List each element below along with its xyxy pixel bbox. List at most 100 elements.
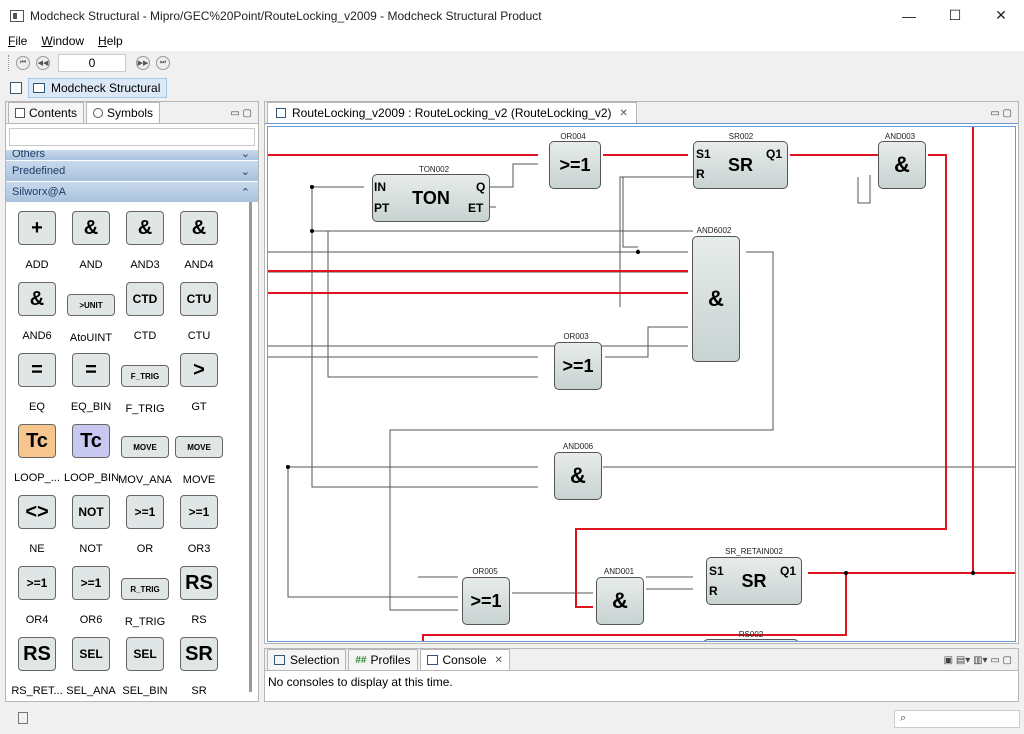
fast-view-icon[interactable]	[18, 712, 28, 724]
block-and006[interactable]: &	[554, 452, 602, 500]
category-silworx[interactable]: Silworx@A ⌃	[6, 182, 258, 202]
block-and003[interactable]: &	[878, 141, 926, 189]
symbol-preview: RS	[180, 566, 218, 600]
panel-minimize-icon[interactable]: ▭ ▢	[230, 108, 252, 119]
symbol-label: CTU	[187, 330, 211, 342]
toolbar: ⏮ ◀◀ 0 ▶▶ ⏭	[0, 51, 1024, 75]
next-step-button[interactable]: ▶▶	[136, 56, 150, 70]
block-rs002[interactable]	[703, 639, 799, 641]
block-and6002[interactable]: &	[692, 236, 740, 362]
tab-console[interactable]: Console ✕	[419, 649, 510, 670]
close-tab-icon[interactable]: ✕	[619, 107, 628, 119]
tab-selection[interactable]: Selection	[267, 649, 347, 670]
symbol-preview: >=1	[180, 495, 218, 529]
symbol-item[interactable]: <>NE	[10, 495, 64, 555]
last-step-button[interactable]: ⏭	[156, 56, 170, 70]
symbol-preview: &	[126, 211, 164, 245]
symbol-item[interactable]: &AND6	[10, 282, 64, 342]
block-and001[interactable]: &	[596, 577, 644, 625]
symbol-item[interactable]: &AND	[64, 211, 118, 271]
menu-help[interactable]: Help	[98, 34, 123, 48]
symbols-scrollbar[interactable]	[249, 202, 252, 692]
symbol-item[interactable]: &AND3	[118, 211, 172, 271]
symbol-preview: +	[18, 211, 56, 245]
symbol-item[interactable]: &AND4	[172, 211, 226, 271]
block-or004[interactable]: >=1	[549, 141, 601, 189]
editor-tab-label: RouteLocking_v2009 : RouteLocking_v2 (Ro…	[292, 106, 612, 120]
tab-routelocking[interactable]: RouteLocking_v2009 : RouteLocking_v2 (Ro…	[267, 102, 637, 123]
symbol-label: NE	[29, 543, 45, 555]
title-bar: Modcheck Structural - Mipro/GEC%20Point/…	[0, 0, 1024, 31]
block-and006-name: AND006	[562, 442, 594, 451]
open-perspective-icon[interactable]	[10, 82, 22, 94]
symbols-panel: Contents Symbols ▭ ▢ Others ⌄ Predefined…	[5, 101, 259, 702]
block-or003[interactable]: >=1	[554, 342, 602, 390]
symbol-item[interactable]: +ADD	[10, 211, 64, 271]
previous-step-button[interactable]: ◀◀	[36, 56, 50, 70]
console-toolbar-icons[interactable]: ▣ ▤▾ ▥▾ ▭ ▢	[943, 655, 1012, 666]
symbol-filter-input[interactable]	[9, 128, 255, 146]
symbols-panel-tabs: Contents Symbols ▭ ▢	[6, 102, 258, 124]
symbol-item[interactable]: =EQ_BIN	[64, 353, 118, 413]
tab-contents[interactable]: Contents	[8, 102, 85, 123]
block-sr-retain002[interactable]: SR	[706, 557, 802, 605]
category-label: Predefined	[12, 165, 66, 177]
block-sr002[interactable]: SR	[693, 141, 788, 189]
symbol-label: AND6	[22, 330, 52, 342]
step-counter-field[interactable]: 0	[58, 54, 126, 72]
perspective-modcheck-structural[interactable]: Modcheck Structural	[28, 78, 168, 98]
tab-profiles[interactable]: ## Profiles	[348, 649, 418, 670]
minimize-button[interactable]: —	[902, 7, 916, 24]
block-sr-retain002-name: SR_RETAIN002	[725, 547, 783, 556]
symbol-item[interactable]: >GT	[172, 353, 226, 413]
diagram-icon	[276, 108, 286, 118]
symbol-label: MOVE	[182, 474, 216, 486]
search-field[interactable]	[894, 710, 1020, 728]
category-predefined[interactable]: Predefined ⌄	[6, 161, 258, 181]
category-others[interactable]: Others ⌄	[6, 150, 258, 160]
symbol-label: EQ_BIN	[70, 401, 112, 413]
close-button[interactable]: ✕	[995, 7, 1007, 23]
symbol-preview: SEL	[72, 637, 110, 671]
symbol-preview: =	[18, 353, 56, 387]
symbol-preview: SEL	[126, 637, 164, 671]
symbol-label: LOOP_...	[14, 472, 60, 484]
symbol-label: NOT	[79, 543, 103, 555]
block-or005[interactable]: >=1	[462, 577, 510, 625]
console-message: No consoles to display at this time.	[268, 675, 453, 689]
diagram-canvas[interactable]: TON002 TON IN PT Q ET OR004 >=1 SR002 SR…	[267, 126, 1016, 642]
maximize-button[interactable]: ☐	[948, 7, 962, 23]
first-step-button[interactable]: ⏮	[16, 56, 30, 70]
tab-symbols[interactable]: Symbols	[86, 102, 161, 123]
block-sr002-name: SR002	[728, 132, 754, 141]
pin-s1: S1	[696, 147, 711, 161]
contents-icon	[15, 108, 25, 118]
symbol-label: OR3	[187, 543, 211, 555]
symbol-item[interactable]: =EQ	[10, 353, 64, 413]
close-console-icon[interactable]: ✕	[494, 654, 503, 666]
menu-window[interactable]: Window	[41, 34, 85, 48]
block-ton002[interactable]: TON	[372, 174, 490, 222]
symbols-icon	[93, 108, 104, 118]
menu-file[interactable]: File	[8, 34, 28, 48]
editor-minimize-icon[interactable]: ▭ ▢	[990, 108, 1012, 119]
